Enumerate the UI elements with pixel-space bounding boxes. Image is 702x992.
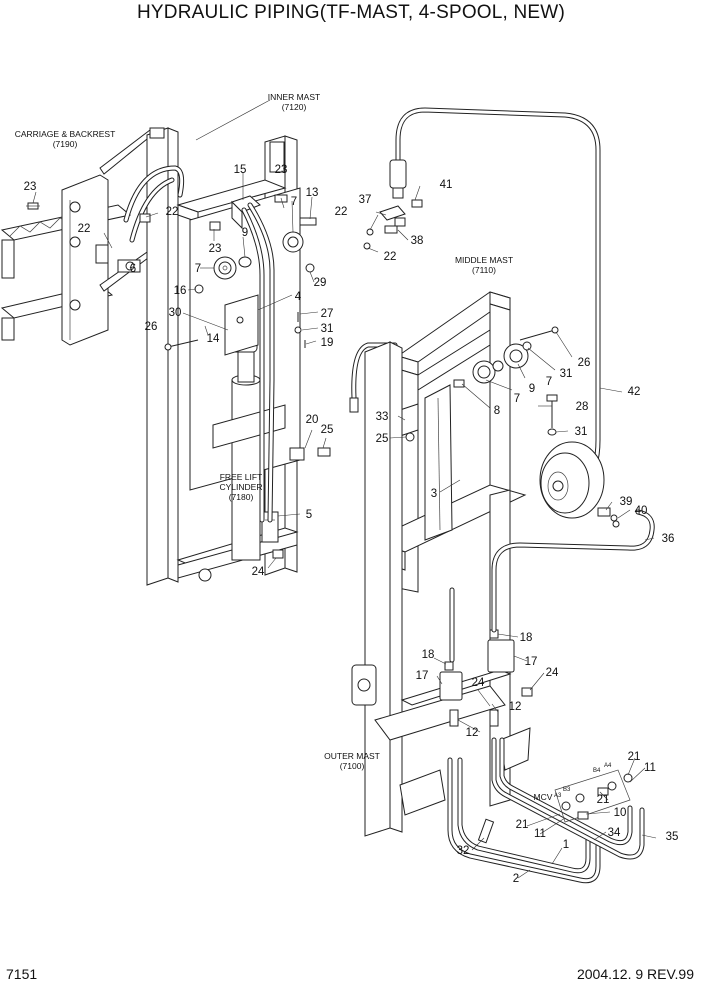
callout-33: 33 bbox=[376, 411, 389, 423]
label-free-lift: FREE LIFT bbox=[220, 472, 263, 482]
assembly-labels: INNER MAST (7120) CARRIAGE & BACKREST (7… bbox=[15, 92, 612, 802]
callout-35: 35 bbox=[666, 831, 679, 843]
callout-40: 40 bbox=[635, 505, 648, 517]
callout-39: 39 bbox=[620, 496, 633, 508]
callout-24: 24 bbox=[252, 566, 265, 578]
callout-9: 9 bbox=[529, 383, 535, 395]
label-free-lift-code: (7180) bbox=[229, 492, 254, 502]
callout-20: 20 bbox=[306, 414, 319, 426]
callout-19: 19 bbox=[321, 337, 334, 349]
revision-date: 2004.12. 9 REV.99 bbox=[576, 966, 694, 982]
callout-22: 22 bbox=[78, 223, 91, 235]
callout-28: 28 bbox=[576, 401, 589, 413]
callout-21: 21 bbox=[597, 794, 610, 806]
page-number: 7151 bbox=[6, 966, 38, 982]
callout-36: 36 bbox=[662, 533, 675, 545]
callout-13: 13 bbox=[306, 187, 319, 199]
label-carriage-code: (7190) bbox=[53, 139, 78, 149]
callout-30: 30 bbox=[169, 307, 182, 319]
label-middle-mast: MIDDLE MAST bbox=[455, 255, 513, 265]
callout-8: 8 bbox=[494, 405, 500, 417]
port-a3: A3 bbox=[554, 793, 562, 799]
lower-pipes-drawing bbox=[447, 737, 645, 884]
mcv-ports-drawing bbox=[554, 769, 633, 823]
callout-11: 11 bbox=[534, 828, 546, 840]
callout-37: 37 bbox=[359, 194, 372, 206]
callout-2: 2 bbox=[513, 873, 519, 885]
callout-14: 14 bbox=[207, 333, 220, 345]
callout-7: 7 bbox=[514, 393, 520, 405]
callout-4: 4 bbox=[295, 291, 302, 303]
callout-21: 21 bbox=[628, 751, 641, 763]
callout-11: 11 bbox=[644, 762, 656, 774]
label-inner-mast: INNER MAST bbox=[268, 92, 320, 102]
callout-7: 7 bbox=[291, 196, 297, 208]
callout-31: 31 bbox=[575, 426, 588, 438]
label-outer-mast: OUTER MAST bbox=[324, 751, 380, 761]
callout-26: 26 bbox=[578, 357, 591, 369]
callout-23: 23 bbox=[275, 164, 288, 176]
callout-29: 29 bbox=[314, 277, 327, 289]
callout-15: 15 bbox=[234, 164, 247, 176]
callout-22: 22 bbox=[166, 206, 179, 218]
callout-9: 9 bbox=[242, 227, 248, 239]
port-b4: B4 bbox=[593, 768, 601, 774]
callout-22: 22 bbox=[335, 206, 348, 218]
label-free-lift-2: CYLINDER bbox=[220, 482, 263, 492]
callout-24: 24 bbox=[546, 667, 559, 679]
carriage-backrest-drawing bbox=[0, 129, 153, 346]
callout-38: 38 bbox=[411, 235, 424, 247]
callout-32: 32 bbox=[457, 845, 470, 857]
callout-3: 3 bbox=[431, 488, 437, 500]
page-title: HYDRAULIC PIPING(TF-MAST, 4-SPOOL, NEW) bbox=[137, 2, 565, 23]
callout-26: 26 bbox=[145, 321, 158, 333]
callout-21: 21 bbox=[516, 819, 529, 831]
inner-mast-drawing bbox=[123, 99, 331, 586]
callout-24: 24 bbox=[472, 677, 485, 689]
callout-27: 27 bbox=[321, 308, 334, 320]
callout-41: 41 bbox=[440, 179, 453, 191]
callout-31: 31 bbox=[560, 368, 573, 380]
callout-5: 5 bbox=[306, 509, 312, 521]
label-outer-mast-code: (7100) bbox=[340, 761, 365, 771]
callout-numbers: 23 22 22 6 15 23 7 13 37 41 22 38 22 23 … bbox=[24, 164, 679, 885]
callout-12: 12 bbox=[466, 727, 479, 739]
callout-18: 18 bbox=[422, 649, 435, 661]
callout-6: 6 bbox=[130, 263, 136, 275]
label-middle-mast-code: (7110) bbox=[472, 265, 496, 275]
hydraulic-piping-diagram: INNER MAST (7120) CARRIAGE & BACKREST (7… bbox=[0, 92, 679, 885]
callout-1: 1 bbox=[563, 839, 569, 851]
callout-7: 7 bbox=[546, 376, 552, 388]
callout-23: 23 bbox=[24, 181, 37, 193]
callout-17: 17 bbox=[416, 670, 429, 682]
leader-lines bbox=[32, 172, 657, 879]
callout-10: 10 bbox=[614, 807, 627, 819]
port-a4: A4 bbox=[604, 763, 612, 769]
callout-12: 12 bbox=[509, 701, 522, 713]
port-b3: B3 bbox=[563, 787, 571, 793]
label-mcv: MCV bbox=[534, 792, 553, 802]
callout-17: 17 bbox=[525, 656, 538, 668]
callout-34: 34 bbox=[608, 827, 621, 839]
callout-23: 23 bbox=[209, 243, 222, 255]
callout-22: 22 bbox=[384, 251, 397, 263]
callout-7: 7 bbox=[195, 263, 201, 275]
label-carriage: CARRIAGE & BACKREST bbox=[15, 129, 116, 139]
hose-sheave-drawing bbox=[539, 441, 620, 528]
callout-16: 16 bbox=[174, 285, 187, 297]
callout-31: 31 bbox=[321, 323, 334, 335]
label-inner-mast-code: (7120) bbox=[282, 102, 307, 112]
outer-mast-drawing bbox=[351, 341, 655, 837]
callout-18: 18 bbox=[520, 632, 533, 644]
callout-25: 25 bbox=[321, 424, 334, 436]
callout-42: 42 bbox=[628, 386, 641, 398]
callout-25: 25 bbox=[376, 433, 389, 445]
